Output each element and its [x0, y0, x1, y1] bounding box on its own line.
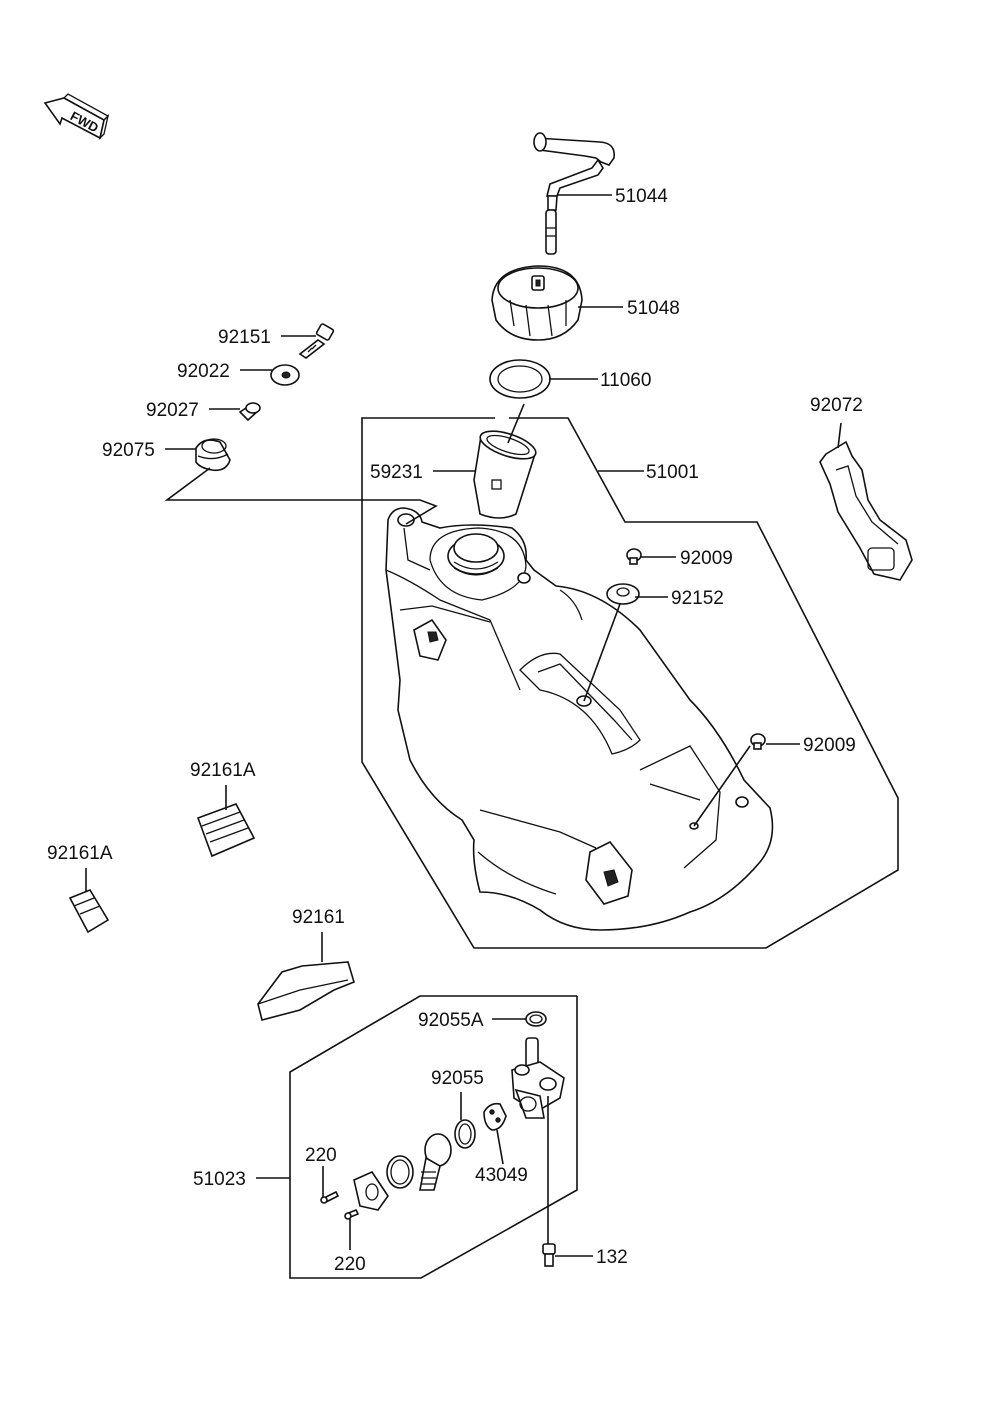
- cap-gasket-part: [489, 359, 551, 399]
- callout-51023: 51023: [193, 1169, 246, 1190]
- fuel-tap-part: [511, 1037, 565, 1119]
- callout-59231: 59231: [370, 462, 423, 483]
- screw-220-lower-part: [344, 1208, 360, 1220]
- tank-group-outline: [361, 417, 899, 949]
- callout-132: 132: [596, 1247, 628, 1268]
- tap-plate-part: [353, 1170, 389, 1211]
- bolt-92151-part: [298, 323, 335, 359]
- cushion-92152-part: [606, 583, 640, 605]
- callout-51044: 51044: [615, 186, 668, 207]
- plug-92009-right-part: [750, 733, 766, 750]
- tap-group-outline: [289, 995, 578, 1279]
- callout-92055: 92055: [431, 1068, 484, 1089]
- fwd-arrow-icon: FWD: [43, 93, 110, 141]
- pad-92161a-upper-part: [196, 803, 256, 858]
- breather-hose-part: [533, 132, 616, 255]
- washer-92022-part: [270, 364, 300, 386]
- callout-92009-right: 92009: [803, 735, 856, 756]
- grommet-92075-part: [195, 438, 231, 472]
- oring-92055-part: [454, 1119, 476, 1149]
- callout-92151: 92151: [218, 327, 271, 348]
- callout-92161a-upper: 92161A: [190, 760, 256, 781]
- callout-220-lower: 220: [334, 1254, 366, 1275]
- fuel-tank-part: [385, 507, 774, 931]
- callout-220-upper: 220: [305, 1145, 337, 1166]
- callout-51001: 51001: [646, 462, 699, 483]
- strainer-part: [419, 1133, 452, 1191]
- callout-51048: 51048: [627, 298, 680, 319]
- callout-92055a: 92055A: [418, 1010, 484, 1031]
- callout-92022: 92022: [177, 361, 230, 382]
- callout-92075: 92075: [102, 440, 155, 461]
- fwd-label: FWD: [68, 108, 101, 135]
- collar-92027-part: [238, 402, 261, 422]
- callout-11060: 11060: [600, 370, 651, 391]
- strap-92072-part: [819, 440, 913, 581]
- pad-92161-part: [257, 961, 355, 1021]
- tap-oring-part: [386, 1155, 414, 1189]
- callout-92152: 92152: [671, 588, 724, 609]
- fuel-cap-part: [491, 265, 583, 341]
- callout-92072: 92072: [810, 395, 863, 416]
- callout-labels: 51044 51048 11060 92151 92022 92027 9207…: [47, 186, 863, 1275]
- bolt-132-part: [542, 1243, 556, 1267]
- plug-92009-upper-part: [626, 548, 642, 565]
- callout-43049: 43049: [475, 1165, 528, 1186]
- pad-92161a-lower-part: [68, 889, 110, 934]
- screw-220-upper-part: [320, 1190, 340, 1204]
- oring-92055a-part: [525, 1011, 547, 1027]
- callout-92161: 92161: [292, 907, 345, 928]
- fuel-filter-part: [473, 430, 537, 519]
- leader-lines: [85, 194, 842, 1257]
- callout-92027: 92027: [146, 400, 199, 421]
- callout-92009-upper: 92009: [680, 548, 733, 569]
- lever-43049-part: [483, 1102, 507, 1131]
- callout-92161a-lower: 92161A: [47, 843, 113, 864]
